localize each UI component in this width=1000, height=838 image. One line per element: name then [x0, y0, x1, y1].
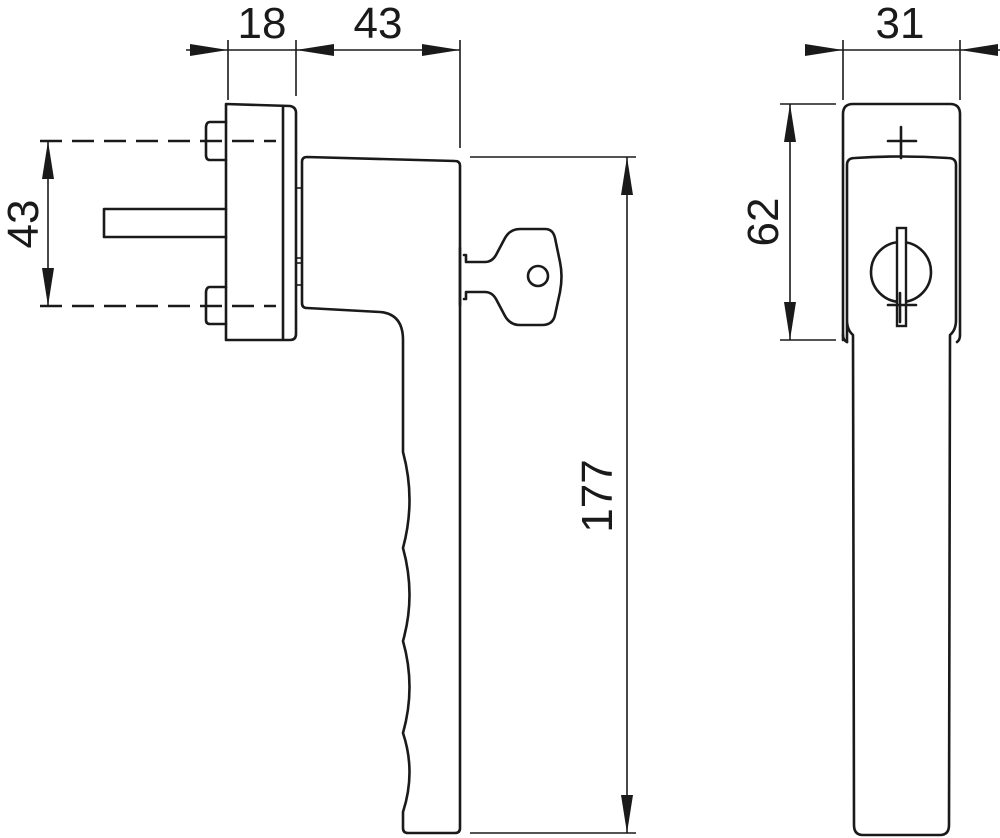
dimension-width: 31	[805, 0, 1000, 100]
rose-plate	[224, 102, 298, 342]
dimension-length: 177	[470, 156, 636, 834]
dim-rose-depth: 18	[238, 0, 287, 48]
dim-handle-offset: 43	[354, 0, 403, 48]
dim-rose-height: 62	[739, 198, 788, 247]
lock-cylinder-icon	[869, 226, 933, 328]
dimension-top: 18 43	[186, 0, 461, 148]
dimension-bolt-spacing: 43	[0, 141, 54, 306]
handle-body	[300, 155, 462, 835]
plus-marker-icon	[886, 125, 918, 160]
side-view	[40, 102, 563, 835]
key-icon	[458, 227, 563, 327]
dimension-rose-height: 62	[739, 103, 836, 341]
dim-handle-length: 177	[573, 459, 622, 532]
spindle	[102, 207, 228, 239]
rose-outline	[841, 102, 962, 344]
dim-width: 31	[876, 0, 925, 48]
dim-bolt-spacing: 43	[0, 200, 48, 249]
front-view	[841, 102, 962, 837]
handle-front	[845, 155, 958, 837]
